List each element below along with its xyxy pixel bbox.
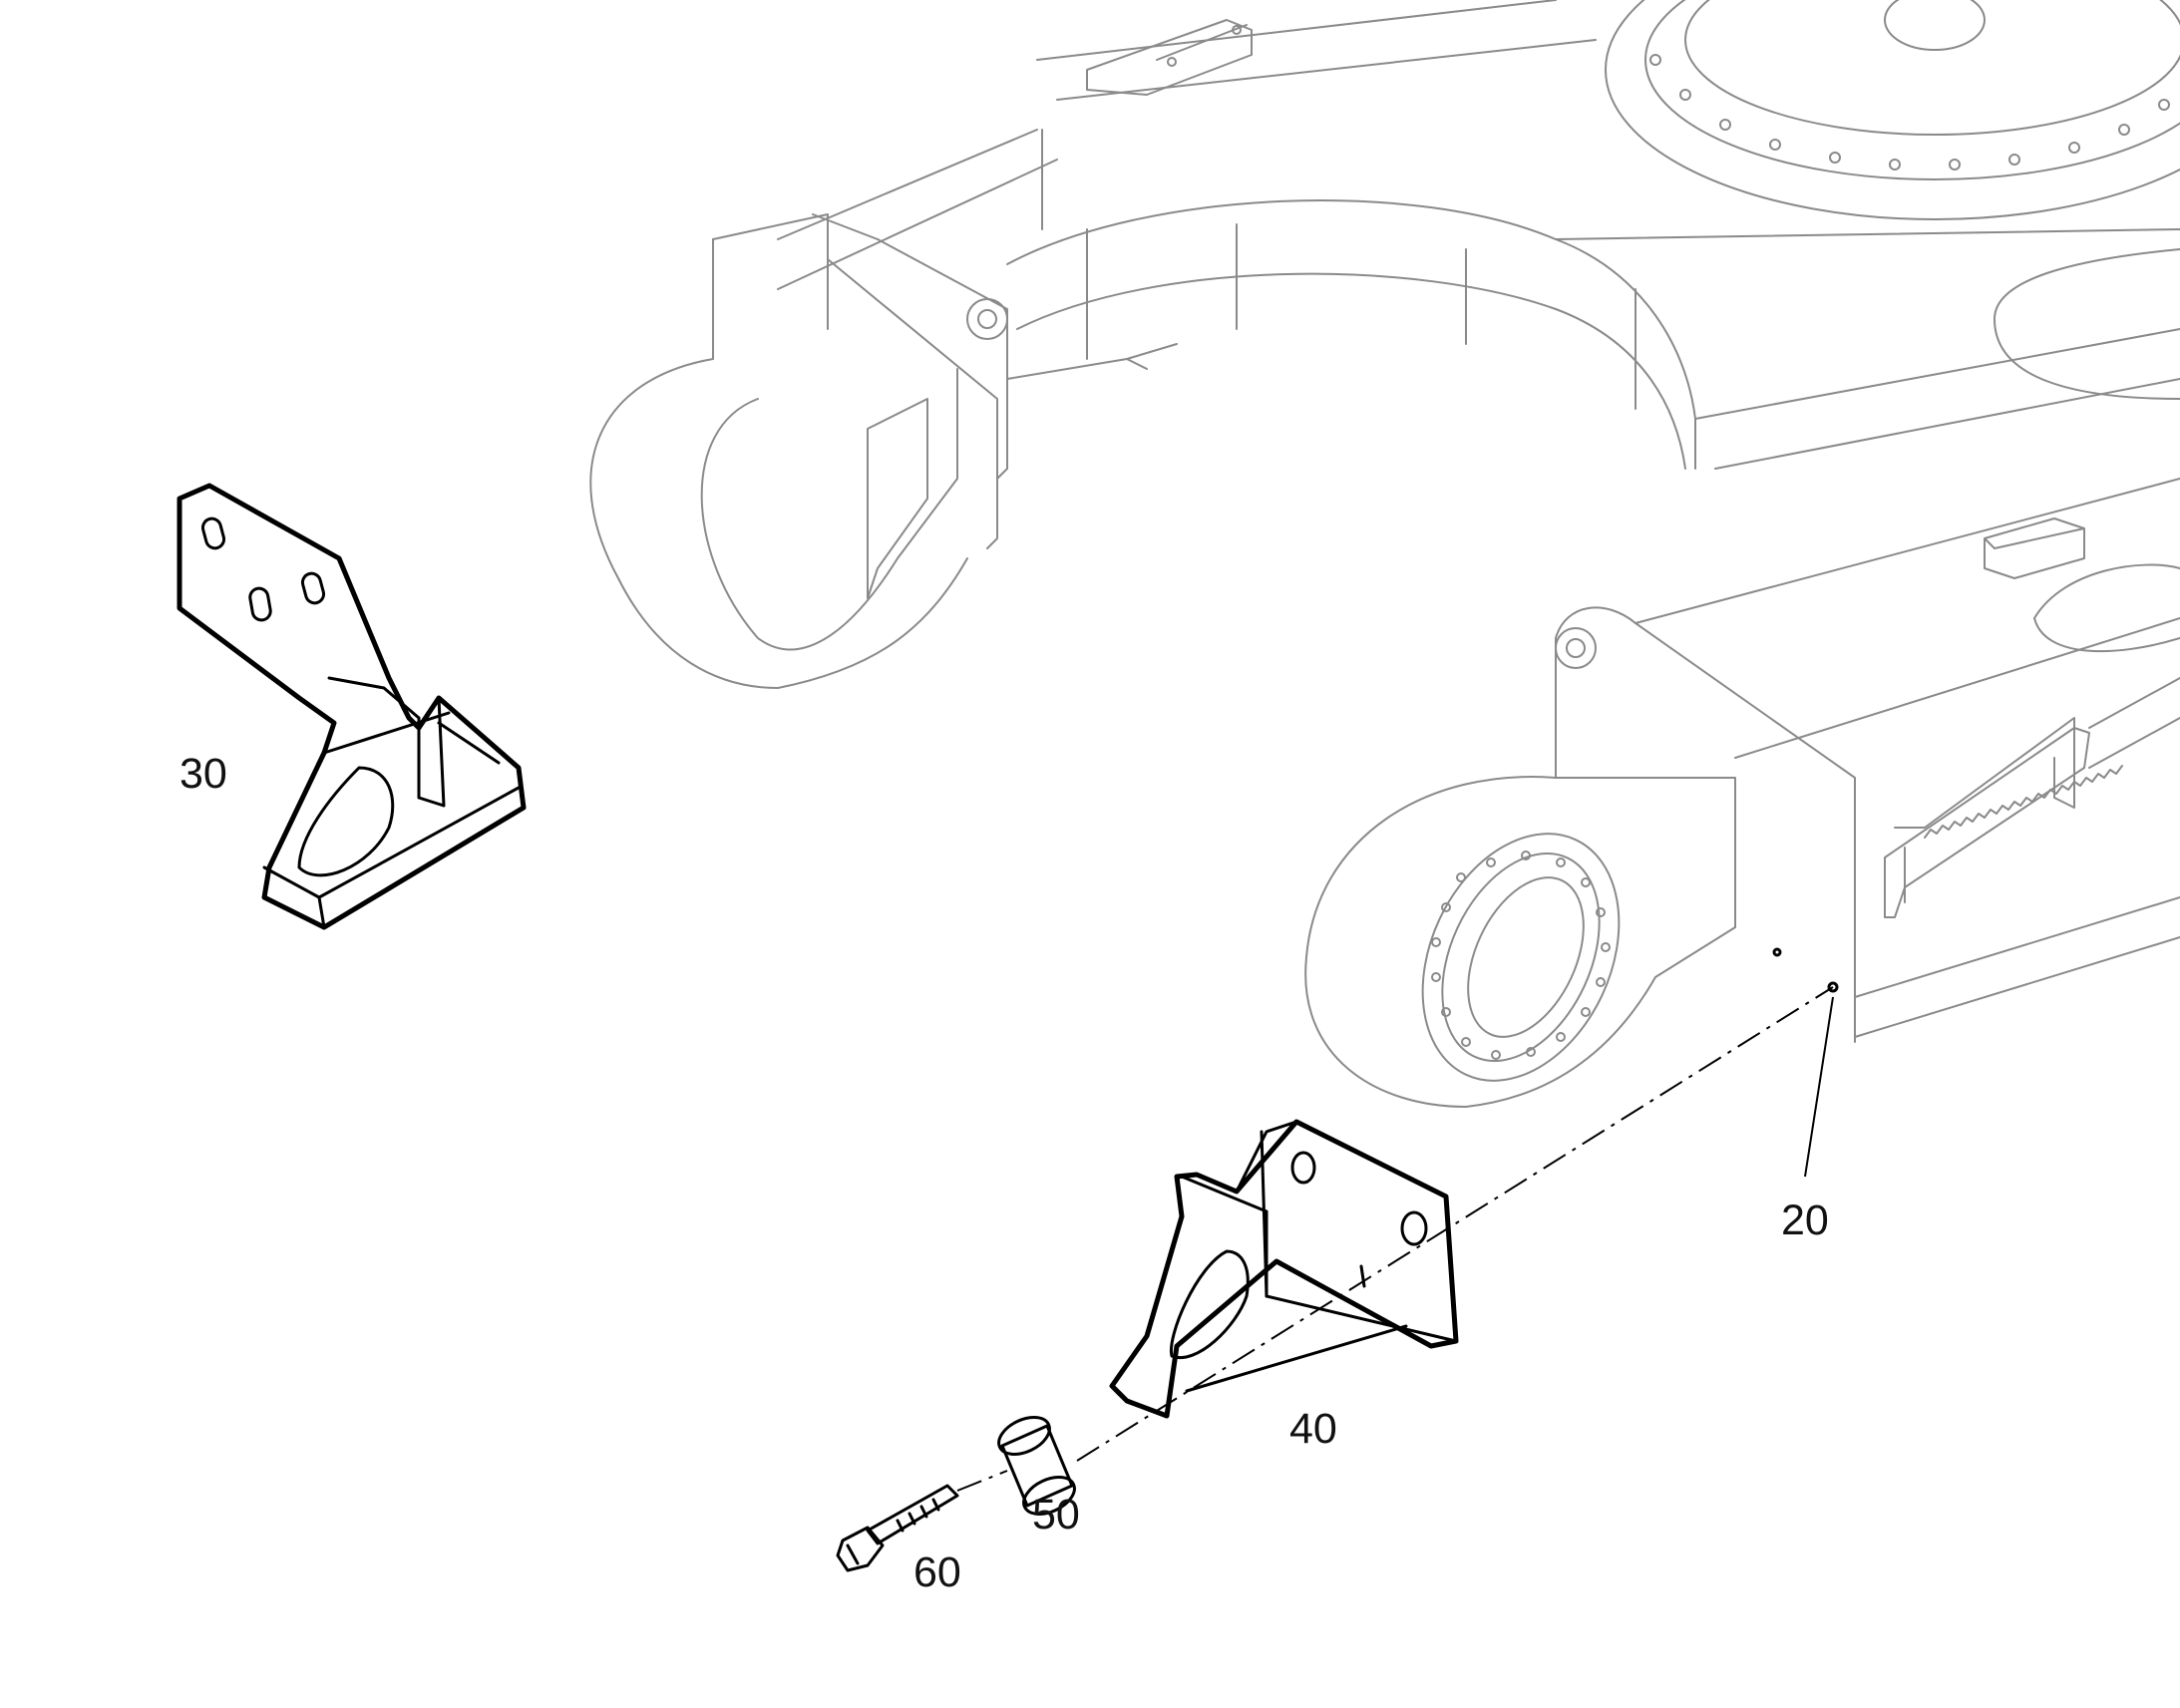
bearing-bolt-holes <box>1649 54 2170 171</box>
callout-40: 40 <box>1289 1405 1337 1453</box>
bolt-part <box>836 1484 959 1572</box>
guard-right-part <box>1109 1119 1459 1419</box>
assembly-centerline <box>956 986 1834 1492</box>
frame-mount-hole <box>1772 947 1782 957</box>
callout-60: 60 <box>913 1548 961 1596</box>
callout-50: 50 <box>1032 1491 1080 1538</box>
frame-mount-hole <box>1827 981 1839 993</box>
guard-left-part <box>177 483 527 930</box>
callout-20: 20 <box>1781 1196 1829 1244</box>
undercarriage-frame <box>589 0 2180 1108</box>
callout-30: 30 <box>180 750 227 798</box>
rack-strip <box>1884 677 2180 918</box>
spacer-part <box>997 1416 1076 1516</box>
callout-20-leader <box>1804 996 1834 1178</box>
idler-bolt-ring <box>1431 851 1611 1060</box>
